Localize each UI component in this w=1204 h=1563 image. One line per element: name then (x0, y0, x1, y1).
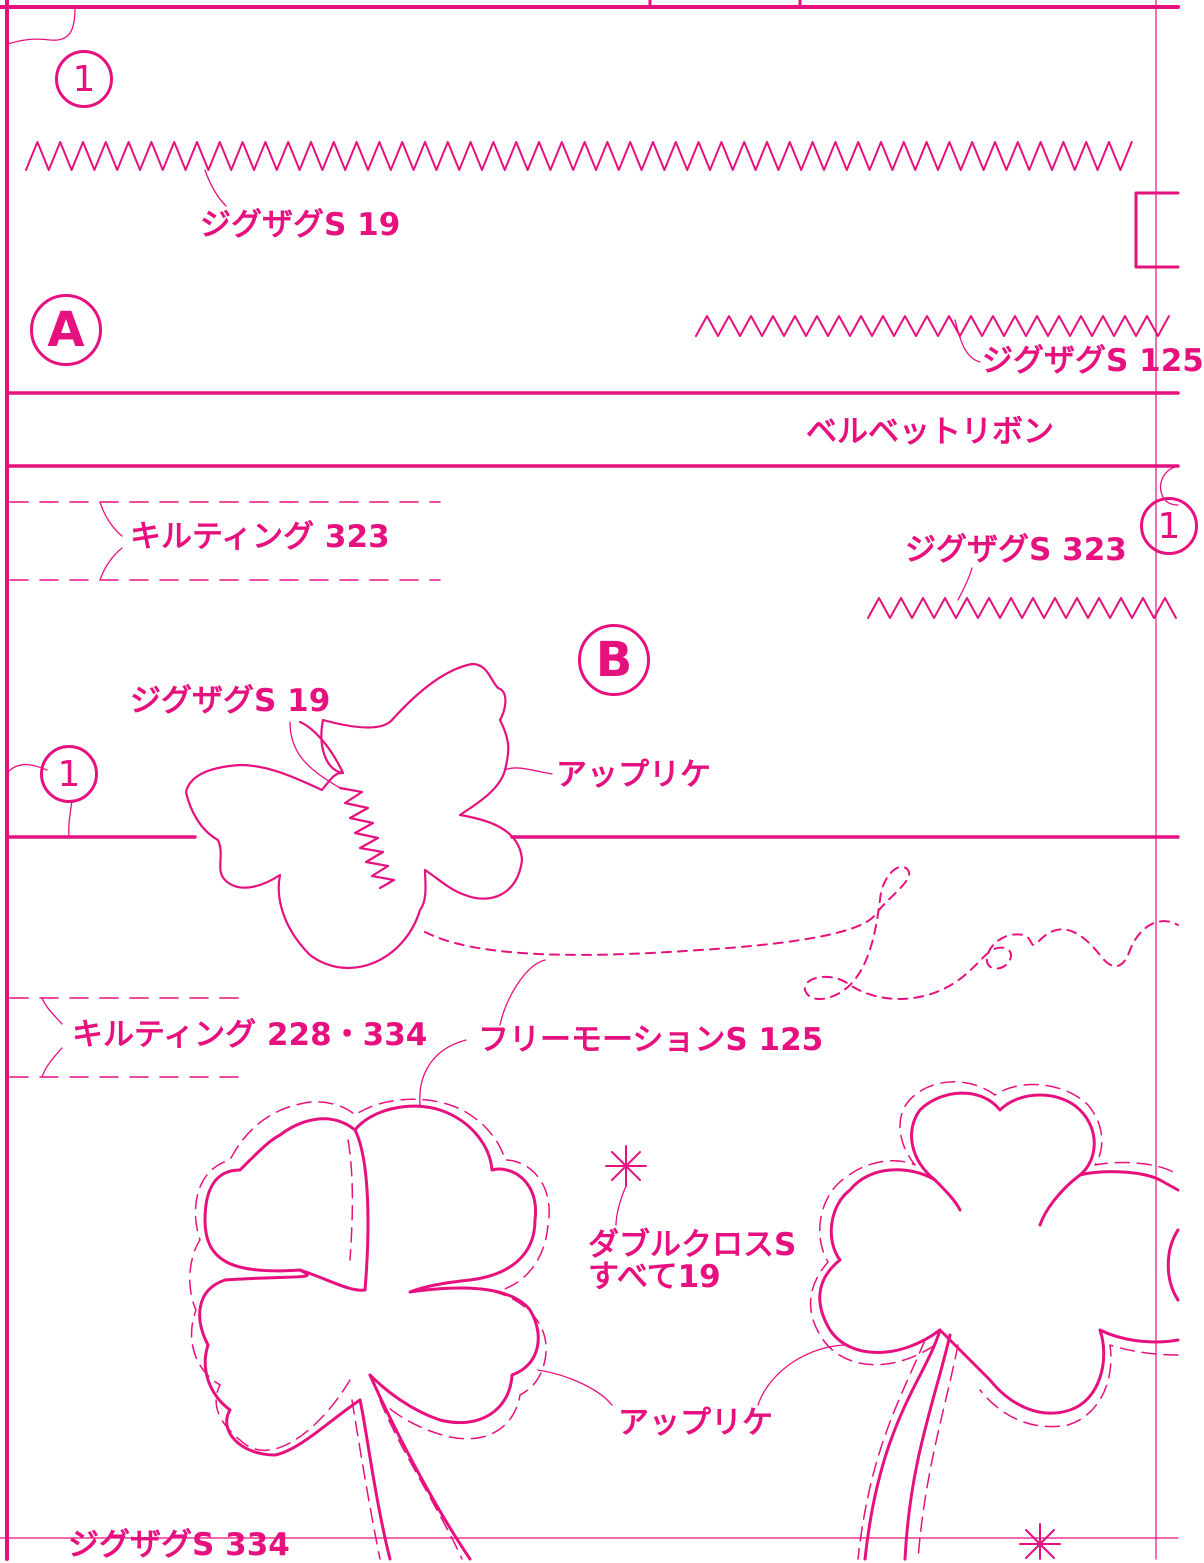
double-cross-star-icon (1019, 1523, 1061, 1560)
label-zigzag-334: ジグザグS 334 (68, 1527, 290, 1563)
zigzag-stitch-323 (867, 597, 1177, 619)
label-zigzag-19-butterfly: ジグザグS 19 (130, 683, 331, 719)
label-free-motion-125: フリーモーションS 125 (478, 1022, 824, 1058)
label-applique-clover: アップリケ (618, 1405, 773, 1441)
seam-marker-1: 1 (40, 745, 98, 803)
label-quilting-228-334: キルティング 228・334 (72, 1017, 428, 1053)
zigzag-stitch-butterfly (338, 786, 396, 890)
section-marker-b: B (578, 624, 650, 696)
label-velvet-ribbon: ベルベットリボン (806, 414, 1054, 450)
seam-marker-1: 1 (1140, 497, 1198, 555)
label-double-cross: ダブルクロスS (588, 1227, 797, 1263)
seam-marker-1: 1 (55, 50, 113, 108)
butterfly-applique (184, 662, 524, 970)
label-double-cross-all: すべて19 (588, 1259, 721, 1295)
section-marker-a: A (30, 294, 102, 366)
left-clover-outline (198, 1104, 540, 1457)
free-motion-stitch-love (424, 865, 1179, 1000)
diagram-lines (0, 0, 1180, 1561)
double-cross-star-icon (605, 1145, 647, 1187)
right-clover-outline (818, 1091, 1180, 1415)
label-zigzag-323: ジグザグS 323 (905, 532, 1127, 568)
zigzag-stitch-top (25, 141, 1133, 171)
zigzag-stitch-125 (695, 315, 1170, 337)
label-quilting-323: キルティング 323 (130, 519, 390, 555)
label-zigzag-19: ジグザグS 19 (200, 207, 401, 243)
label-applique-butterfly: アップリケ (556, 757, 711, 793)
label-zigzag-125: ジグザグS 125 (982, 343, 1204, 379)
